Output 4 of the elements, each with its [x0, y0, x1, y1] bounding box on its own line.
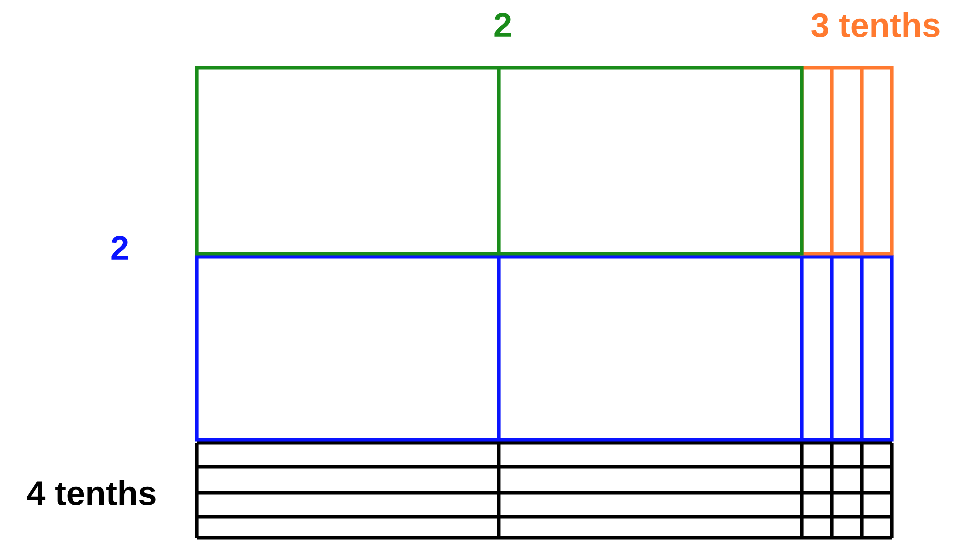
number-label: 3 tenths: [812, 12, 940, 38]
number-label: 2: [494, 13, 512, 37]
number-label: 2: [112, 236, 128, 260]
number-label: 4 tenths: [27, 480, 156, 506]
